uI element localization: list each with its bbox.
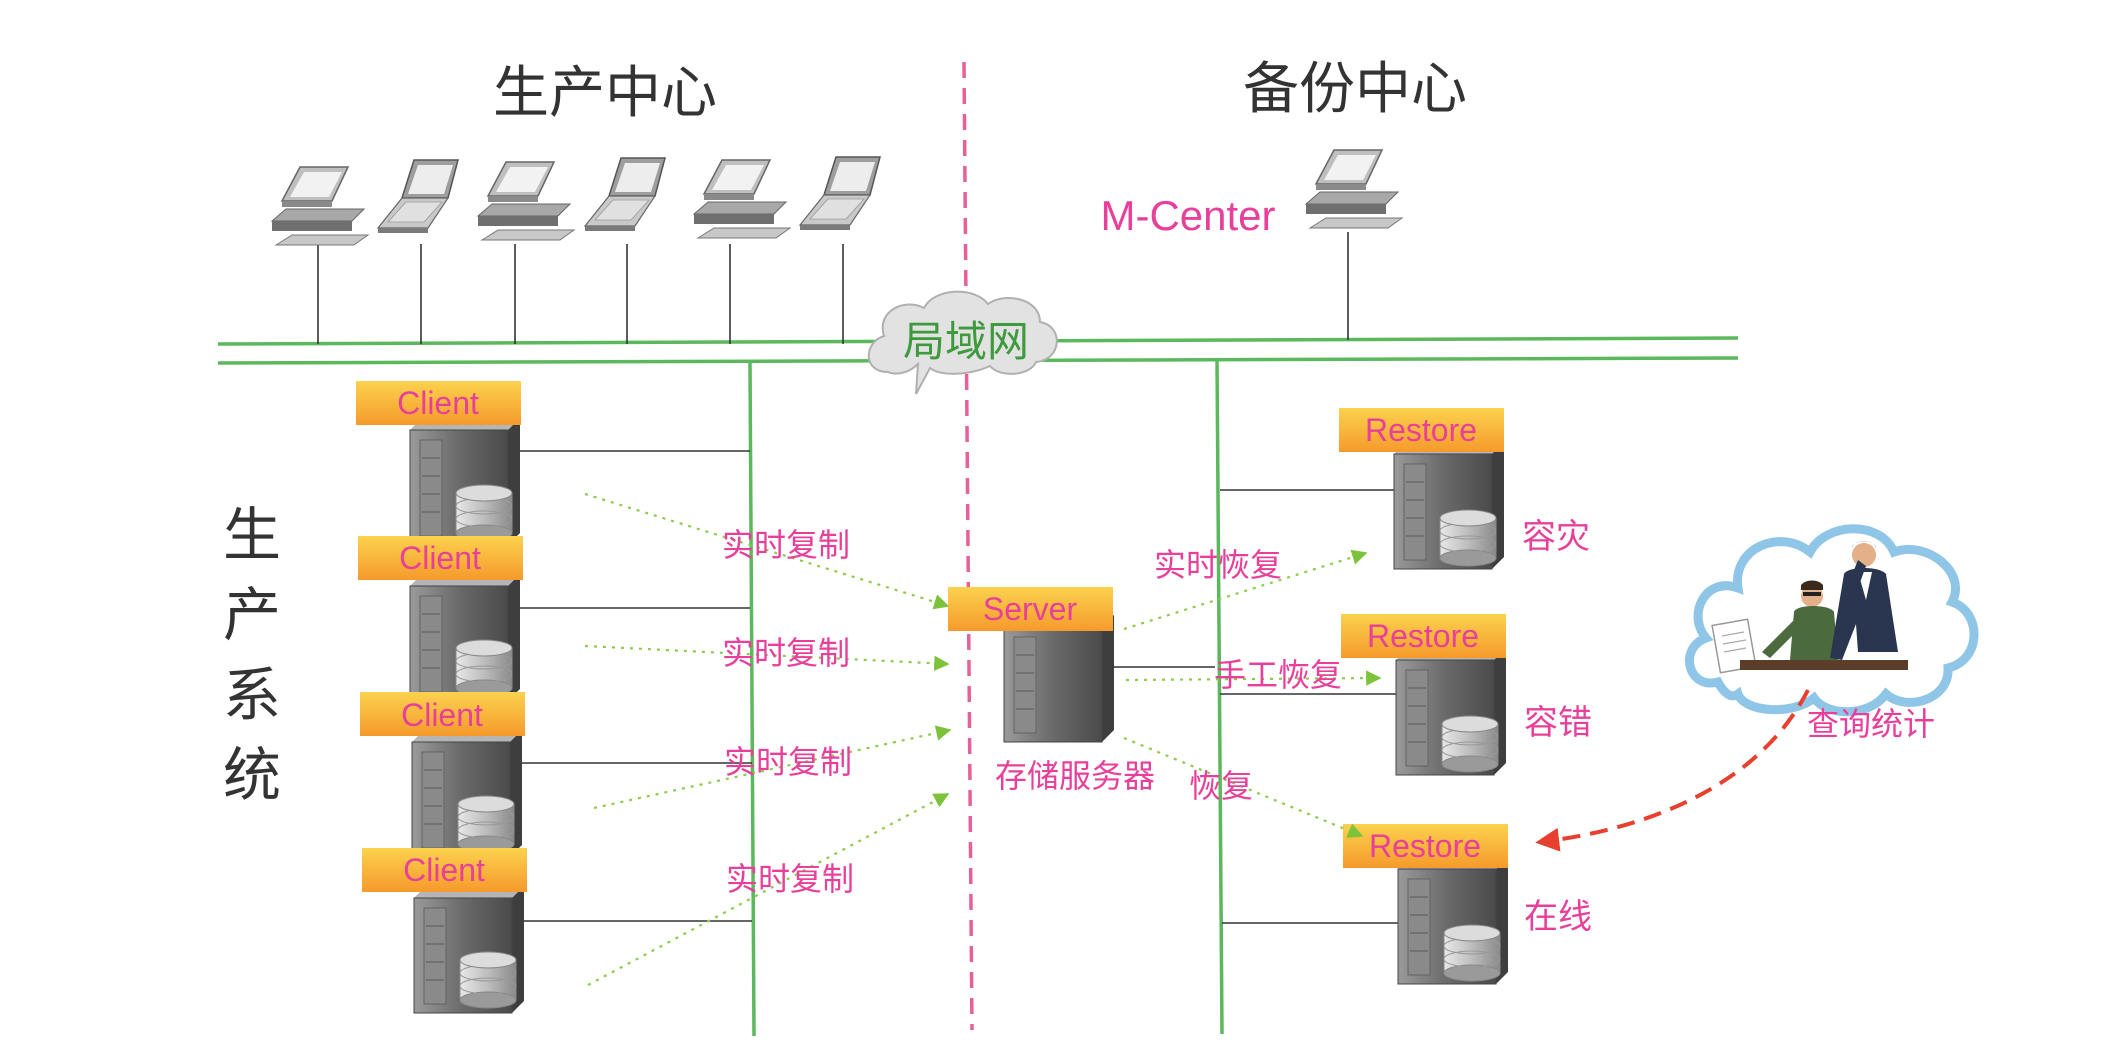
recovery-flows [1123,549,1382,838]
server-tag-label: Server [983,591,1078,627]
production-center-heading: 生产中心 [493,61,717,126]
replication-flows [584,492,952,986]
disk-stack-icon [455,484,513,542]
query-cloud [1685,524,1979,717]
desktop-computer-icon [477,161,575,241]
restore-tag [1341,614,1506,658]
client-tag-label: Client [403,852,485,888]
restore-tag-label: Restore [1367,618,1479,654]
production-system-heading-char: 生 [223,501,281,569]
client-server-2: Client [358,536,750,702]
mcenter-label: M-Center [1100,192,1275,239]
client-server-1: Client [356,381,750,546]
production-system-heading-text: 生产系统 [223,501,281,809]
lan-label: 局域网 [903,317,1029,366]
client-tag-label: Client [401,697,483,733]
desktop-computer-icon [693,159,791,239]
flow-label: 实时复制 [726,860,854,898]
production-system-heading-char: 统 [223,741,281,809]
client-tag-label: Client [397,385,479,421]
production-bus [748,362,756,1037]
restore-role: 容错 [1524,703,1592,743]
disk-stack-icon [1439,509,1497,567]
workstation-drop-lines [317,232,1349,344]
flow-label: 恢复 [1189,767,1253,805]
flow-label: 实时复制 [724,743,852,781]
restore-server-3: Restore [1222,824,1509,985]
client-server-4: Client [362,848,752,1014]
restore-server-1: Restore [1220,408,1505,570]
restore-tag-label: Restore [1369,828,1481,864]
query-arrow [1535,689,1810,852]
production-system-heading-char: 产 [223,581,281,649]
server-caption: 存储服务器 [995,757,1155,795]
production-system-heading: 生产系统 [223,501,281,809]
desktop-computer-icon [271,166,369,246]
restore-tag [1339,408,1504,452]
restore-role: 在线 [1524,897,1592,937]
server-tag [948,587,1113,631]
storage-server: Server [948,587,1115,743]
tower-server-icon [1003,614,1115,743]
client-tag-label: Client [399,540,481,576]
flow-label: 实时复制 [722,526,850,564]
restore-role: 容灾 [1522,517,1590,557]
backup-center-heading: 备份中心 [1243,57,1467,122]
flow-label: 实时恢复 [1154,546,1282,584]
business-people-icon [1711,541,1908,674]
disk-stack-icon [1443,924,1501,982]
laptop-icon [377,159,459,234]
client-server-3: Client [360,692,752,858]
disk-stack-icon [455,639,513,697]
cloud-icon [867,290,1058,395]
production-system-heading-char: 系 [223,661,281,729]
center-divider [962,61,974,1031]
laptop-icon [584,157,666,232]
client-tag [362,848,527,892]
flow-label: 手工恢复 [1214,656,1342,694]
disk-stack-icon [459,951,517,1009]
backup-bus [1215,359,1224,1035]
restore-server-2: Restore [1112,614,1507,776]
query-label: 查询统计 [1807,705,1935,743]
client-tag [358,536,523,580]
disk-stack-icon [1441,715,1499,773]
client-tag [356,381,521,425]
flow-label: 实时复制 [722,634,850,672]
disk-stack-icon [457,795,515,853]
client-tag [360,692,525,736]
restore-tag-label: Restore [1365,412,1477,448]
laptop-icon [799,156,881,231]
restore-tag [1343,824,1508,868]
desktop-computer-icon [1305,149,1403,229]
